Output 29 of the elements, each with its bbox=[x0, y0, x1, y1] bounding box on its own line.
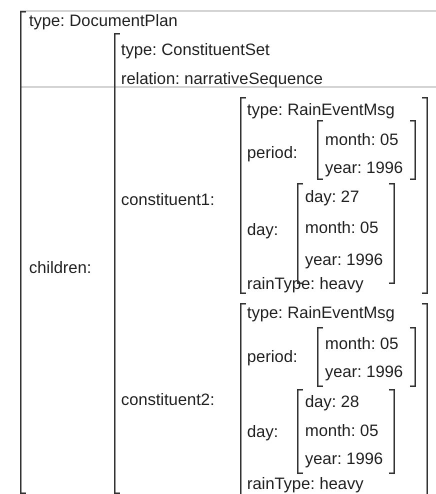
attribute-label: month: 05 bbox=[325, 335, 398, 353]
attribute-label: constituent1: bbox=[121, 191, 215, 209]
attribute-label: year: 1996 bbox=[325, 159, 403, 177]
attribute-matrix bbox=[317, 327, 416, 387]
attribute-matrix bbox=[317, 120, 416, 180]
attribute-label: rainType: heavy bbox=[247, 275, 364, 293]
attribute-matrix bbox=[297, 389, 395, 474]
attribute-label: month: 05 bbox=[325, 131, 398, 149]
attribute-label: month: 05 bbox=[305, 422, 378, 440]
attribute-label: type: RainEventMsg bbox=[247, 304, 395, 322]
attribute-label: children: bbox=[29, 259, 92, 277]
attribute-label: day: bbox=[247, 221, 278, 239]
attribute-label: type: RainEventMsg bbox=[247, 101, 395, 119]
attribute-matrix bbox=[240, 97, 428, 294]
attribute-label: month: 05 bbox=[305, 219, 378, 237]
attribute-label: constituent2: bbox=[121, 391, 215, 409]
attribute-label: year: 1996 bbox=[325, 363, 403, 381]
attribute-label: relation: narrativeSequence bbox=[121, 70, 323, 88]
attribute-label: period: bbox=[247, 348, 298, 366]
attribute-label: year: 1996 bbox=[305, 251, 383, 269]
attribute-label: type: DocumentPlan bbox=[29, 12, 178, 30]
attribute-label: type: ConstituentSet bbox=[121, 41, 270, 59]
attribute-label: day: bbox=[247, 423, 278, 441]
attribute-label: period: bbox=[247, 144, 298, 162]
attribute-label: day: 27 bbox=[305, 188, 360, 206]
attribute-label: day: 28 bbox=[305, 393, 360, 411]
attribute-label: year: 1996 bbox=[305, 450, 383, 468]
attribute-matrix bbox=[240, 303, 428, 494]
attribute-label: rainType: heavy bbox=[247, 475, 364, 493]
